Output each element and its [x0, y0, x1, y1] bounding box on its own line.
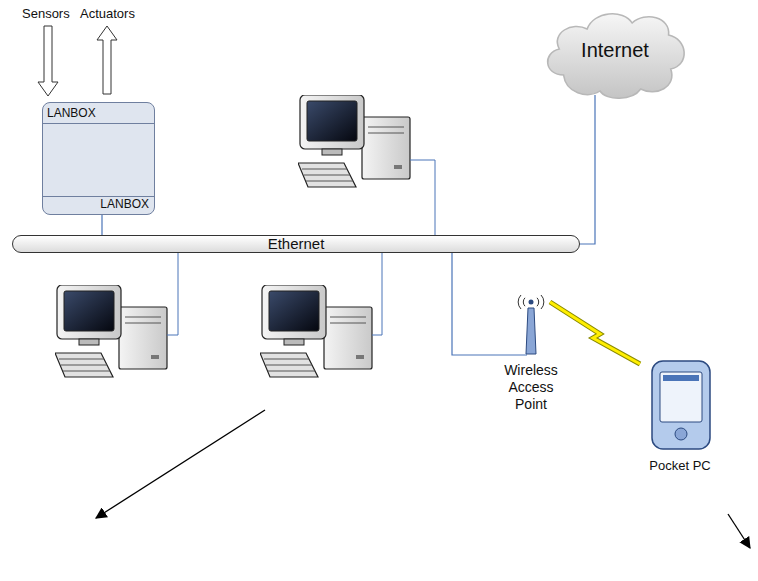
device-body — [652, 361, 710, 449]
antenna-icon — [495, 288, 567, 360]
lightning-outline — [550, 302, 640, 364]
lanbox-divider — [43, 196, 154, 197]
network-cable — [452, 253, 495, 355]
radio-wave — [518, 295, 521, 309]
network-cable — [580, 95, 595, 244]
computer-wire — [372, 252, 382, 335]
cable-line — [452, 253, 495, 355]
pocket-pc-text: Pocket PC — [630, 458, 730, 473]
cable-line — [101, 215, 102, 235]
signal-label: Actuators — [80, 6, 135, 21]
pointer-arrow — [96, 410, 265, 518]
computer-wire — [410, 160, 435, 237]
computer-wire — [167, 252, 178, 335]
computer-icon — [298, 95, 410, 187]
internet-cloud-text: Internet — [540, 39, 690, 62]
radio-wave — [537, 298, 539, 306]
ethernet-bus: Ethernet — [12, 235, 580, 253]
radio-wave — [541, 295, 544, 309]
pocket-pc-icon — [640, 358, 720, 453]
actuator-arrow — [97, 26, 117, 94]
radio-wave — [523, 298, 525, 306]
network-cable — [102, 215, 103, 235]
sensor-arrow — [38, 26, 58, 96]
access-point-text: Wireless Access Point — [495, 362, 567, 413]
lanbox-box-text: LANBOX — [100, 197, 149, 211]
pocket-pc: Pocket PC — [640, 358, 720, 480]
ethernet-bus-text: Ethernet — [13, 236, 579, 251]
antenna-mast — [526, 308, 536, 354]
lanbox-divider — [43, 123, 154, 124]
access-point: Wireless Access Point — [495, 288, 567, 414]
device-screen — [660, 372, 702, 422]
cable-line — [580, 95, 595, 244]
signal-label: Sensors — [22, 6, 70, 21]
lanbox-box: LANBOX LANBOX — [42, 102, 155, 215]
wireless-link — [550, 302, 640, 364]
antenna-tip — [529, 300, 534, 305]
lanbox-box-text: LANBOX — [47, 106, 96, 120]
internet-cloud: Internet — [540, 5, 690, 100]
computer-icon — [55, 285, 167, 377]
computer-icon — [260, 285, 372, 377]
access-point-wire — [495, 355, 527, 356]
lightning-bolt — [550, 302, 640, 364]
pointer-arrow — [728, 514, 750, 548]
screen-bar — [663, 375, 699, 381]
device-button — [675, 428, 687, 440]
